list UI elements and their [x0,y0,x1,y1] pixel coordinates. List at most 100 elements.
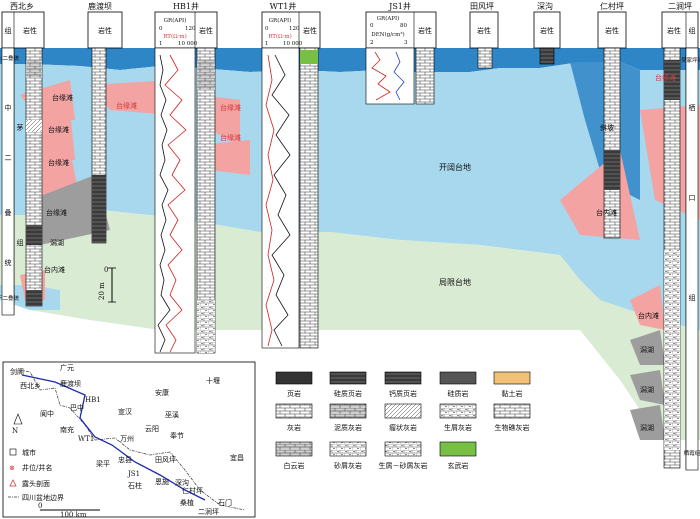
map-city-nanchong: 南充 [60,425,74,434]
strat-qixia-a: 栖 [689,103,696,112]
map-city-fengjie: 奉节 [170,431,184,440]
label-shoal-7: 台缘滩 [220,133,241,142]
strat-wujiaping: 吴家坪组 [681,56,700,64]
map-city-rencunping: 仁村坪 [182,486,203,495]
map-city-bazhong: 巴中 [70,403,84,412]
label-lagoon-2: 潟湖 [640,345,654,354]
well-tianfengping: 田风坪 [470,2,494,11]
lagoon-patch-1 [30,175,110,245]
well-headers: 西北乡 鹿渡坝 HB1井 WT1井 JS1井 田风坪 深沟 仁村坪 二涧坪 [0,0,700,12]
strat-mid-c: 叠 [5,209,12,217]
zone-labels: 开阔台地 局限台地 台缘滩 台缘滩 台缘滩 台缘滩 台缘滩 台缘滩 台缘滩 台缘… [44,73,676,432]
column-rencunping: 岩性 [597,11,627,239]
map-city-shengou: 深沟 [175,478,189,487]
label-lagoon-3: 潟湖 [640,385,654,394]
column-xibeixiang: 组 岩性 上二叠统 中 二 叠 统 下二叠统 茅 组 [0,11,45,316]
location-map: 广元 剑阁 西北乡 鹿渡坝 HB1 阆中 巴中 宣汉 安康 十堰 巫溪 云阳 奉… [2,361,256,519]
shoal-patch-4 [90,80,170,115]
map-city-tianfengping: 田风坪 [155,456,176,464]
map-city-ankang: 安康 [155,388,169,397]
lagoon-patch-2 [630,330,665,365]
scale-bar: 0 20 m [98,266,116,303]
map-city-jiange: 剑阁 [10,367,24,376]
shoal-patch-9 [630,285,665,330]
map-city-yichang: 宜昌 [230,453,244,462]
log-gr-min-wt1: 0 [265,26,269,32]
label-shoal-3: 台缘滩 [48,158,69,167]
lagoon-patch-3 [630,370,665,405]
map-city-hb1: HB1 [85,396,101,404]
map-city-sangzhi: 桑植 [180,498,194,507]
strat-mid-d: 统 [5,258,12,267]
map-city-wuxi: 巫溪 [165,410,179,419]
header-yanxing: 岩性 [23,26,37,35]
strat-qixia-c: 组 [689,293,696,302]
label-shoal-5: 台缘滩 [116,101,137,110]
log-rt-max-wt1: 10 000 [283,41,303,47]
strat-maokou-b: 口 [689,194,696,202]
log-den-js1: DEN(g/cm³) [371,31,404,38]
well-icon: ⊗ [9,464,15,472]
header-yanxing-tfp: 岩性 [477,26,491,35]
log-gr-max-hb1: 120 [185,26,196,32]
column-ludubu: 岩性 [87,11,123,244]
map-city-wt1: WT1 [78,435,94,443]
well-rencunping: 仁村坪 [600,1,624,11]
map-city-liangping: 梁平 [96,459,110,468]
map-city-guangyuan: 广元 [60,363,74,372]
strat-lower-xbx: 下二叠统 [0,294,19,302]
strat-upper-xbx: 上二叠统 [0,54,19,62]
legend-limestone: 灰岩 [287,423,301,432]
log-rt-min-hb1: 1 [159,41,163,47]
legend-shale: 页岩 [287,389,301,398]
scale-twenty: 20 m [98,282,106,300]
header-yanxing-js1: 岩性 [418,26,432,35]
label-inner-shoal-3: 台内滩 [638,311,659,320]
label-shoal-2: 台缘滩 [48,125,69,134]
map-city-wanzhou: 万州 [120,435,134,443]
well-shengou: 深沟 [537,1,553,11]
map-legend-well: 井位/井名 [22,463,52,472]
map-legend: N 城市 ⊗ 井位/井名 露头剖面 四川盆地边界 0 100 km [8,413,100,519]
column-erjianping: 岩性 组 吴家坪组 栖 口 组 栖霞组 [661,11,700,471]
well-hb1: HB1井 [173,1,199,11]
log-gr-max-js1: 80 [400,23,407,29]
log-den-max-js1: 3 [404,40,408,46]
label-shoal-4: 台缘滩 [46,208,67,217]
strat-xiqiao: 栖霞组 [684,449,700,457]
legend-reef-limestone: 生物礁灰岩 [495,423,530,432]
legend-dolomite: 白云岩 [284,461,305,470]
map-city-shiyan: 十堰 [206,376,220,385]
legend-nodular-limestone: 瘤状灰岩 [389,423,417,432]
label-shoal-6: 台缘滩 [220,103,241,112]
lithology-legend: 页岩 硅质页岩 钙质页岩 硅质岩 黏土岩 灰岩 泥质灰岩 瘤状灰岩 生屑灰岩 生… [275,371,531,470]
header-yanxing-sg: 岩性 [540,26,554,35]
north-arrow-icon [13,413,23,425]
legend-basalt: 玄武岩 [448,461,469,470]
label-inner-shoal-1: 台内滩 [44,265,65,274]
well-js1: JS1井 [388,1,411,11]
log-gr-hb1: GR(API) [164,17,187,24]
legend-chert: 硅质岩 [448,389,469,398]
map-city-js1: JS1 [127,470,140,478]
map-legend-boundary: 四川盆地边界 [22,493,64,502]
log-den-min-js1: 2 [370,40,374,46]
header-yanxing-ludubu: 岩性 [98,26,112,35]
log-rt-hb1: RT(Ω·m) [163,33,187,40]
header-yanxing-wt1: 岩性 [303,26,317,35]
log-gr-min-js1: 0 [370,23,374,29]
map-city-xibeixiang: 西北乡 [20,382,41,390]
strat-mid-a: 中 [5,103,12,112]
column-js1: GR(API) 0 80 DEN(g/cm³) 2 3 岩性 [365,11,437,105]
well-ludubu: 鹿渡坝 [88,1,112,11]
column-hb1: GR(API) 0 120 RT(Ω·m) 1 10 000 岩性 [154,11,218,354]
column-tianfengping: 岩性 [469,11,499,69]
map-scale-km: 100 km [60,511,87,519]
map-city-langzhong: 阆中 [40,409,54,418]
label-lagoon-4: 潟湖 [640,423,654,432]
log-rt-min-wt1: 1 [265,41,269,47]
map-legend-outcrop: 露头剖面 [22,479,50,488]
map-legend-city: 城市 [22,448,36,457]
log-rt-max-hb1: 10 000 [178,41,198,47]
